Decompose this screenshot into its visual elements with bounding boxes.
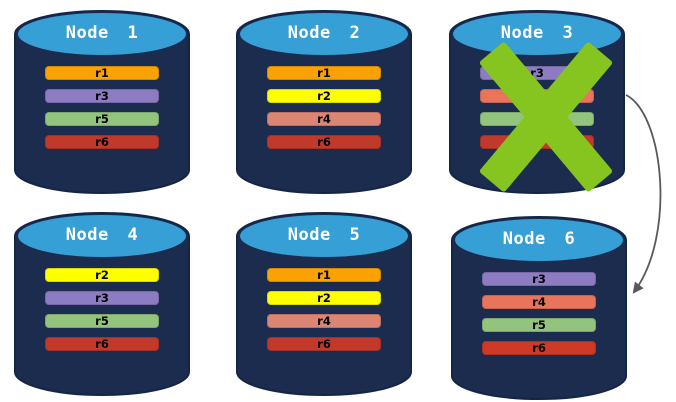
node-5: Node 5 r1 r2 r4 r6 [235, 210, 413, 398]
cylinder-outline [14, 212, 190, 396]
replica-bar: r1 [267, 66, 381, 80]
replica-bar: r3 [45, 89, 159, 103]
replica-bar: r6 [267, 337, 381, 351]
replica-list: r1 r2 r4 r6 [267, 268, 381, 360]
node-title: Node 6 [502, 229, 576, 249]
replica-bar: r5 [482, 318, 596, 332]
replica-bar: r4 [482, 295, 596, 309]
cylinder-top [18, 215, 186, 257]
node-title: Node 4 [65, 225, 139, 245]
node-title: Node 5 [287, 225, 361, 245]
replica-label: r3 [95, 89, 109, 103]
failure-x-mark-icon [479, 42, 613, 192]
replica-list: r1 r3 r5 r6 [45, 66, 159, 158]
replica-bar: r5 [45, 314, 159, 328]
replica-label: r6 [317, 135, 331, 149]
replica-label: r3 [532, 272, 546, 286]
cylinder-top [455, 219, 623, 261]
x-leg [479, 42, 613, 192]
replica-label: r4 [532, 295, 546, 309]
replica-label: r3 [530, 66, 544, 80]
cylinder-top [240, 215, 408, 257]
cylinder-outline [236, 10, 412, 194]
replica-label: r4 [317, 314, 331, 328]
replica-list: r1 r2 r4 r6 [267, 66, 381, 158]
replica-label: r5 [95, 314, 109, 328]
replica-label: r3 [95, 291, 109, 305]
replica-label: r2 [95, 268, 109, 282]
arrow-curve [625, 94, 662, 294]
replica-label: r1 [317, 268, 331, 282]
replica-bar: r1 [267, 268, 381, 282]
node-2: Node 2 r1 r2 r4 r6 [235, 8, 413, 196]
node-title: Node 2 [287, 23, 361, 43]
replica-bar: r1 [45, 66, 159, 80]
node-6: Node 6 r3 r4 r5 r6 [450, 214, 628, 402]
cylinder-outline [236, 212, 412, 396]
replica-label: r5 [532, 318, 546, 332]
replica-bar: r2 [267, 89, 381, 103]
cylinder-outline [14, 10, 190, 194]
replica-bar: r3 [45, 291, 159, 305]
replica-label: r6 [317, 337, 331, 351]
replica-bar: r2 [267, 291, 381, 305]
replica-bar: r4 [267, 314, 381, 328]
replica-bar: r6 [267, 135, 381, 149]
failover-arrow [625, 94, 662, 294]
replica-label: r4 [317, 112, 331, 126]
replica-label: r6 [95, 337, 109, 351]
replica-label: r1 [317, 66, 331, 80]
replica-bar: r6 [45, 337, 159, 351]
cylinder-outline [451, 216, 627, 400]
replica-bar: r4 [267, 112, 381, 126]
cylinder-top [240, 13, 408, 55]
cylinder-top [18, 13, 186, 55]
replica-label: r6 [95, 135, 109, 149]
replica-bar: r6 [482, 341, 596, 355]
replica-label: r1 [95, 66, 109, 80]
replica-bar: r5 [45, 112, 159, 126]
cylinder-outline [449, 10, 625, 194]
replica-list: r2 r3 r5 r6 [45, 268, 159, 360]
node-title: Node 3 [500, 23, 574, 43]
replica-list: r3 r4 r5 r6 [482, 272, 596, 364]
replica-bar: r2 [45, 268, 159, 282]
node-4: Node 4 r2 r3 r5 r6 [13, 210, 191, 398]
replica-bar: r6 [45, 135, 159, 149]
replica-label: r6 [532, 341, 546, 355]
node-1: Node 1 r1 r3 r5 r6 [13, 8, 191, 196]
replica-label: r2 [317, 291, 331, 305]
node-3: Node 3 r3 [448, 8, 626, 196]
replica-label: r2 [317, 89, 331, 103]
replica-label: r5 [95, 112, 109, 126]
replica-bar: r3 [482, 272, 596, 286]
node-title: Node 1 [65, 23, 139, 43]
cylinder-top [453, 13, 621, 55]
